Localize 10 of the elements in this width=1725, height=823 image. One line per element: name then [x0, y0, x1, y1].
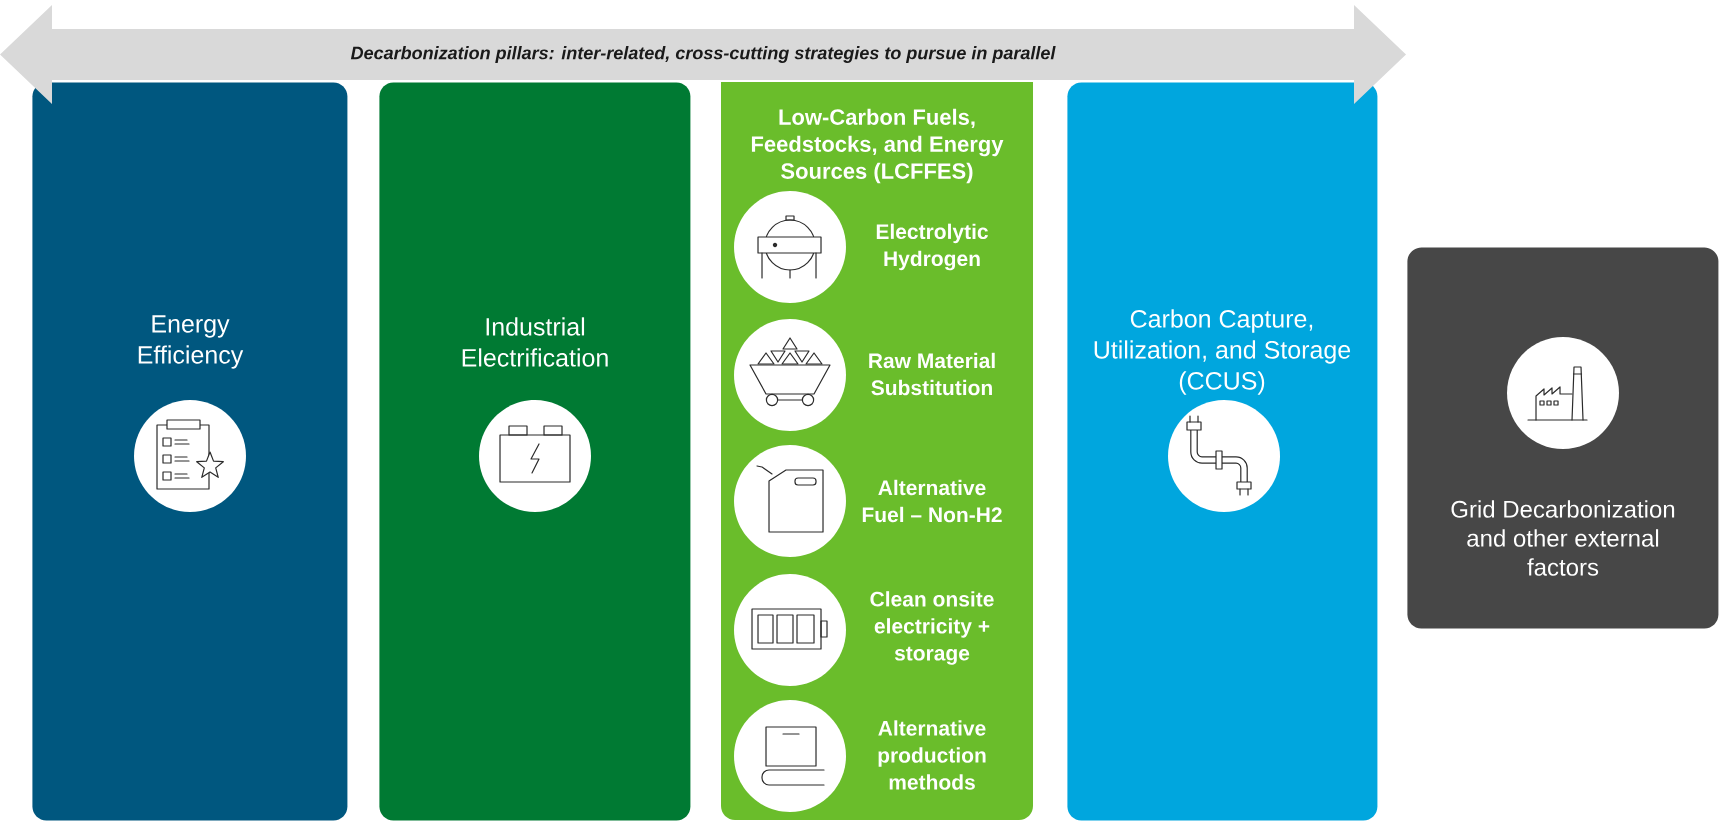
pillar-panel: Carbon Capture, Utilization, and Storage (CCUS) [1067, 82, 1378, 821]
item-label: Alternative production methods [878, 720, 986, 790]
double-arrow-band: Decarbonization pillars: inter-related, cross-cutting strategies to pursue in parallel [0, 5, 1406, 104]
item-label: Electrolytic Hydrogen [876, 223, 988, 271]
item-label: Raw Material Substitution [869, 352, 995, 396]
pillar-panel: Energy Efficiency [32, 82, 348, 821]
item-label: Alternative Fuel – Non-H2 [862, 479, 1002, 523]
pillar-panel: Industrial Electrification [379, 82, 691, 821]
rounded-panel: Grid Decarbonization and other external factors [1407, 247, 1719, 629]
item-label: Clean onsite electricity + storage [870, 591, 994, 665]
